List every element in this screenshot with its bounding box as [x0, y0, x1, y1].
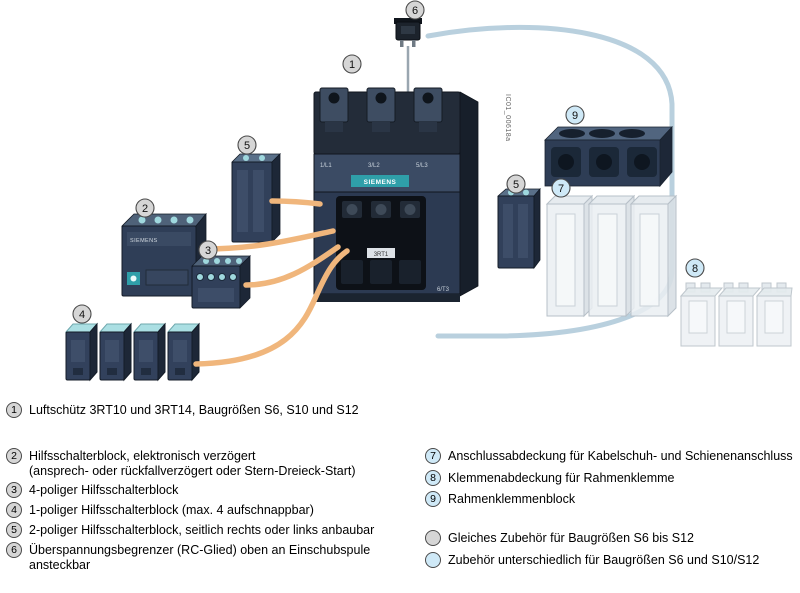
svg-text:7: 7	[558, 183, 564, 195]
svg-text:5: 5	[513, 179, 519, 191]
key-gray-text: Gleiches Zubehör für Baugrößen S6 bis S1…	[448, 531, 694, 546]
mount-line-aux5-left	[269, 198, 323, 207]
terminal-label-5L3: 5/L3	[416, 163, 428, 169]
legend-text-7-line1: Anschlussabdeckung für Kabelschuh- und S…	[448, 449, 793, 463]
legend-circle-4: 4	[6, 502, 22, 518]
callout-4: 4	[72, 304, 92, 324]
mount-line-aux4	[193, 248, 350, 367]
legend-circle-8: 8	[425, 470, 441, 486]
svg-text:4: 4	[79, 309, 85, 321]
legend-text-2-line2: (ansprech- oder rückfallverzögert oder S…	[29, 464, 356, 478]
svg-text:8: 8	[692, 263, 698, 275]
callout-2: 2	[135, 198, 155, 218]
mount-line-aux3	[243, 244, 341, 288]
legend-text-6-line1: Überspannungsbegrenzer (RC-Glied) oben a…	[29, 543, 371, 557]
legend-text-2-line1: Hilfsschalterblock, elektronisch verzöge…	[29, 449, 256, 463]
figure-code-label: IC01_00618a	[504, 94, 511, 142]
legend-item-7: 7 Anschlussabdeckung für Kabelschuh- und…	[425, 448, 793, 464]
legend-circle-5: 5	[6, 522, 22, 538]
callout-9: 9	[565, 105, 585, 125]
legend-item-2: 2 Hilfsschalterblock, elektronisch verzö…	[6, 448, 356, 479]
legend-text-7: Anschlussabdeckung für Kabelschuh- und S…	[448, 449, 793, 464]
svg-text:2: 2	[142, 203, 148, 215]
aux-switch-block-3	[191, 255, 251, 309]
legend-circle-1: 1	[6, 402, 22, 418]
key-blue-circle	[425, 552, 441, 568]
legend-key-blue: Zubehör unterschiedlich für Baugrößen S6…	[425, 552, 759, 568]
exploded-view-diagram: SIEMENS	[64, 0, 793, 382]
legend-text-1: Luftschütz 3RT10 und 3RT14, Baugrößen S6…	[29, 403, 359, 418]
legend-circle-9: 9	[425, 491, 441, 507]
legend-circle-3: 3	[6, 482, 22, 498]
legend-text-8-line1: Klemmenabdeckung für Rahmenklemme	[448, 471, 675, 485]
frame-terminal-block-9	[544, 125, 673, 188]
contactor-1: 1/L1 3/L2 5/L3 SIEMENS 3RT1 6/T3	[313, 87, 479, 302]
legend-text-8: Klemmenabdeckung für Rahmenklemme	[448, 471, 675, 486]
svg-text:1: 1	[349, 59, 355, 71]
legend-text-9-line1: Rahmenklemmenblock	[448, 492, 576, 506]
legend-text-4: 1-poliger Hilfsschalterblock (max. 4 auf…	[29, 503, 314, 518]
callout-3: 3	[198, 240, 218, 260]
svg-text:3: 3	[205, 245, 211, 257]
contactor-type-label: 3RT1	[374, 252, 389, 258]
legend-item-8: 8 Klemmenabdeckung für Rahmenklemme	[425, 470, 675, 486]
legend-circle-7: 7	[425, 448, 441, 464]
connection-covers-7	[545, 194, 678, 318]
legend-text-3-line1: 4-poliger Hilfsschalterblock	[29, 483, 179, 497]
callout-5-right: 5	[506, 174, 526, 194]
callout-5-left: 5	[237, 135, 257, 155]
legend-text-6-line2: ansteckbar	[29, 558, 91, 572]
terminal-covers-8	[679, 282, 793, 347]
legend-text-3: 4-poliger Hilfsschalterblock	[29, 483, 178, 498]
size-specific-route-line	[425, 24, 675, 339]
terminal-label-1L1: 1/L1	[320, 163, 332, 169]
mount-line-aux2	[199, 228, 336, 252]
legend-circle-6: 6	[6, 542, 22, 558]
callout-6: 6	[405, 0, 425, 20]
legend-text-6: Überspannungsbegrenzer (RC-Glied) oben a…	[29, 543, 370, 573]
key-gray-text-line: Gleiches Zubehör für Baugrößen S6 bis S1…	[448, 531, 694, 545]
legend-key-gray: Gleiches Zubehör für Baugrößen S6 bis S1…	[425, 530, 694, 546]
svg-text:6: 6	[412, 5, 418, 17]
legend-text-1-line1: Luftschütz 3RT10 und 3RT14, Baugrößen S6…	[29, 403, 359, 417]
terminal-label-3L2: 3/L2	[368, 163, 380, 169]
legend-item-3: 3 4-poliger Hilfsschalterblock	[6, 482, 178, 498]
legend-item-6: 6 Überspannungsbegrenzer (RC-Glied) oben…	[6, 542, 370, 573]
aux-block-brand-label: SIEMENS	[130, 238, 158, 244]
callout-1: 1	[342, 54, 362, 74]
legend-text-2: Hilfsschalterblock, elektronisch verzöge…	[29, 449, 356, 479]
aux-switch-blocks-4	[64, 322, 201, 382]
legend-item-4: 4 1-poliger Hilfsschalterblock (max. 4 a…	[6, 502, 314, 518]
aux-switch-block-5-left	[231, 153, 281, 243]
callout-7: 7	[551, 178, 571, 198]
legend-circle-2: 2	[6, 448, 22, 464]
svg-text:5: 5	[244, 140, 250, 152]
legend-text-4-line1: 1-poliger Hilfsschalterblock (max. 4 auf…	[29, 503, 314, 517]
terminal-label-6T3: 6/T3	[437, 287, 450, 293]
legend-item-9: 9 Rahmenklemmenblock	[425, 491, 575, 507]
key-gray-circle	[425, 530, 441, 546]
legend-item-5: 5 2-poliger Hilfsschalterblock, seitlich…	[6, 522, 374, 538]
aux-switch-block-5-right	[496, 187, 541, 270]
legend-text-5: 2-poliger Hilfsschalterblock, seitlich r…	[29, 523, 374, 538]
legend-item-1: 1 Luftschütz 3RT10 und 3RT14, Baugrößen …	[6, 402, 359, 418]
contactor-brand-label: SIEMENS	[364, 179, 397, 186]
legend-text-5-line1: 2-poliger Hilfsschalterblock, seitlich r…	[29, 523, 375, 537]
svg-text:9: 9	[572, 110, 578, 122]
key-blue-text: Zubehör unterschiedlich für Baugrößen S6…	[448, 553, 759, 568]
callout-8: 8	[685, 258, 705, 278]
surge-suppressor-6	[394, 18, 422, 92]
legend-text-9: Rahmenklemmenblock	[448, 492, 575, 507]
key-blue-text-line: Zubehör unterschiedlich für Baugrößen S6…	[448, 553, 760, 567]
